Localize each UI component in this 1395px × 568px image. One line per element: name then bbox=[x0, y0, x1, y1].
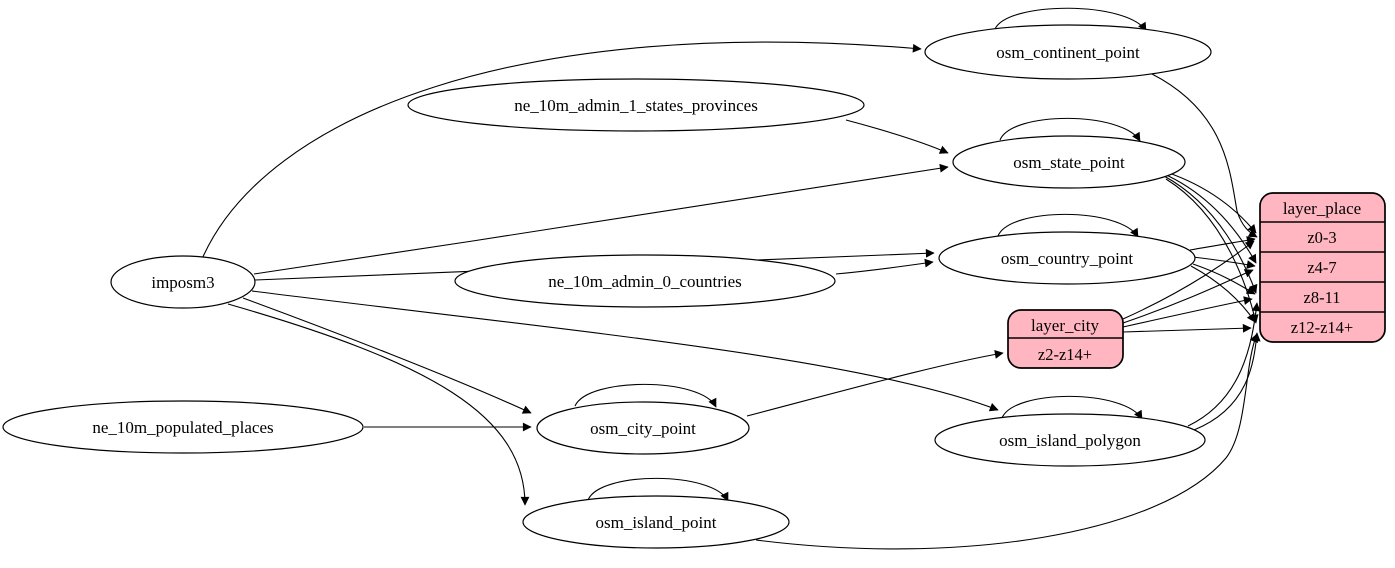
node-osm_island_point-label: osm_island_point bbox=[596, 513, 717, 532]
record-layer_place-row-z8-11: z8-11 bbox=[1304, 288, 1341, 307]
edge-imposm3-osm_island_point bbox=[227, 303, 530, 506]
node-ne_10m_admin_0_countries: ne_10m_admin_0_countries bbox=[454, 254, 836, 308]
edge-self-osm_state_point bbox=[999, 117, 1141, 142]
node-ne_10m_populated_places-shape bbox=[2, 400, 364, 454]
node-ne_10m_populated_places-label: ne_10m_populated_places bbox=[92, 418, 273, 437]
node-osm_island_polygon-label: osm_island_polygon bbox=[999, 431, 1141, 450]
edge-osm_country_point-layer_place-z4-7 bbox=[1192, 256, 1256, 269]
node-osm_island_polygon-shape bbox=[934, 413, 1206, 467]
record-layer_city: layer_city z2-z14+ bbox=[1007, 309, 1124, 369]
node-ne_10m_populated_places: ne_10m_populated_places bbox=[2, 400, 364, 454]
edge-osm_city_point-layer_city-z2 bbox=[746, 350, 1004, 417]
edge-imposm3-osm_island_polygon bbox=[251, 290, 999, 412]
edge-self-osm_island_point bbox=[587, 477, 729, 502]
edge-ne_10m_admin_0_countries-osm_country_point bbox=[835, 258, 934, 275]
record-layer_city-title: layer_city bbox=[1031, 316, 1099, 335]
edge-osm_state_point-layer_place-z8-11 bbox=[1163, 175, 1258, 294]
node-imposm3-shape bbox=[110, 255, 256, 309]
node-ne_10m_admin_1_states_provinces-label: ne_10m_admin_1_states_provinces bbox=[514, 96, 758, 115]
node-osm_city_point-label: osm_city_point bbox=[590, 419, 696, 438]
edge-self-osm_city_point bbox=[574, 383, 717, 408]
node-imposm3: imposm3 bbox=[110, 255, 256, 309]
record-layer_place-title: layer_place bbox=[1283, 199, 1361, 218]
edge-self-osm_country_point bbox=[997, 213, 1139, 238]
edge-osm_state_point-layer_place-z4-7 bbox=[1161, 172, 1257, 264]
edge-self-osm_island_polygon bbox=[1001, 395, 1143, 420]
node-osm_island_point-shape bbox=[522, 495, 790, 549]
edge-osm_island_point-layer_place-z12-z14 bbox=[755, 333, 1258, 550]
edge-osm_island_polygon-layer_place-z12-z14 bbox=[1193, 332, 1261, 431]
node-osm_state_point-label: osm_state_point bbox=[1013, 153, 1125, 172]
record-layer_place-row-z12-z14: z12-z14+ bbox=[1291, 318, 1353, 337]
edge-layer_city-layer_place-z0-3 bbox=[1122, 240, 1255, 320]
edge-osm_country_point-layer_place-z12-z14 bbox=[1190, 265, 1256, 323]
node-osm_city_point-shape bbox=[536, 401, 750, 455]
edge-layer_city-layer_place-z12-z14 bbox=[1122, 323, 1252, 333]
node-ne_10m_admin_1_states_provinces-shape bbox=[407, 78, 865, 132]
record-layer_city-box bbox=[1007, 309, 1124, 369]
node-osm_island_point: osm_island_point bbox=[522, 495, 790, 549]
edge-imposm3-osm_state_point bbox=[253, 163, 949, 275]
node-imposm3-label: imposm3 bbox=[151, 273, 214, 292]
node-osm_continent_point-shape bbox=[924, 24, 1212, 80]
node-osm_country_point-label: osm_country_point bbox=[1001, 249, 1133, 268]
node-ne_10m_admin_0_countries-label: ne_10m_admin_0_countries bbox=[548, 272, 742, 291]
record-layer_city-row-z2-z14: z2-z14+ bbox=[1038, 345, 1092, 364]
node-osm_island_polygon: osm_island_polygon bbox=[934, 413, 1206, 467]
node-osm_state_point-shape bbox=[952, 135, 1186, 189]
edge-osm_island_polygon-layer_place-z8-11 bbox=[1187, 302, 1261, 427]
node-ne_10m_admin_1_states_provinces: ne_10m_admin_1_states_provinces bbox=[407, 78, 865, 132]
edge-ne_10m_admin_1_states_provinces-osm_state_point bbox=[845, 119, 949, 154]
edge-osm_country_point-layer_place-z8-11 bbox=[1192, 263, 1256, 295]
edge-imposm3-osm_city_point bbox=[242, 297, 532, 414]
node-osm_continent_point: osm_continent_point bbox=[924, 24, 1212, 80]
edge-layer_city-layer_place-z8-11 bbox=[1122, 296, 1253, 328]
node-ne_10m_admin_0_countries-shape bbox=[454, 254, 836, 308]
edge-self-osm_continent_point bbox=[994, 7, 1147, 32]
edge-imposm3-osm_continent_point bbox=[201, 41, 922, 260]
edge-osm_state_point-layer_place-z0-3 bbox=[1159, 169, 1257, 234]
node-osm_continent_point-label: osm_continent_point bbox=[996, 43, 1140, 62]
node-osm_country_point-shape bbox=[938, 231, 1196, 285]
node-osm_state_point: osm_state_point bbox=[952, 135, 1186, 189]
edge-layer_city-layer_place-z4-7 bbox=[1122, 269, 1254, 324]
record-layer_place-row-z0-3: z0-3 bbox=[1307, 228, 1336, 247]
node-osm_country_point: osm_country_point bbox=[938, 231, 1196, 285]
record-layer_place-row-z4-7: z4-7 bbox=[1307, 258, 1336, 277]
edge-osm_country_point-layer_place-z0-3 bbox=[1189, 236, 1256, 251]
record-layer_place-box bbox=[1259, 192, 1386, 343]
node-osm_city_point: osm_city_point bbox=[536, 401, 750, 455]
record-layer_place: layer_place z0-3 z4-7 z8-11 z12-z14+ bbox=[1259, 192, 1386, 343]
